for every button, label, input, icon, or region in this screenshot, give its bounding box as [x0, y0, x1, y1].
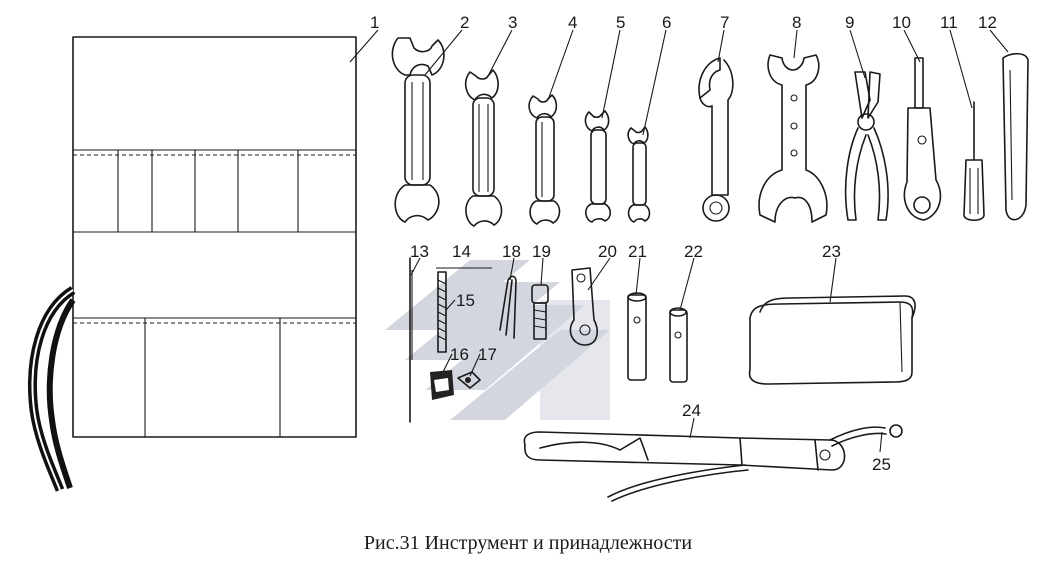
- callout-8: 8: [792, 13, 801, 32]
- callout-labels: 1 2 3 4 5 6 7 8 9 10 11 12 13 14 15 16 1…: [370, 13, 997, 474]
- clamp-16: [430, 370, 454, 400]
- callout-25: 25: [872, 455, 891, 474]
- callout-22: 22: [684, 242, 703, 261]
- callout-20: 20: [598, 242, 617, 261]
- callout-12: 12: [978, 13, 997, 32]
- spanner-3: [464, 69, 503, 227]
- screw-15: [437, 271, 447, 353]
- tube-spanner-22: [669, 307, 688, 383]
- callout-6: 6: [662, 13, 671, 32]
- callout-24: 24: [682, 401, 701, 420]
- callout-17: 17: [478, 345, 497, 364]
- hook-spanner-7: [698, 57, 734, 222]
- callout-2: 2: [460, 13, 469, 32]
- callout-13: 13: [410, 242, 429, 261]
- repair-kit-box-23: [748, 295, 916, 385]
- tube-spanner-21: [627, 292, 647, 381]
- callout-3: 3: [508, 13, 517, 32]
- callout-7: 7: [720, 13, 729, 32]
- spanner-5: [584, 110, 612, 223]
- spring-clip-18: [499, 275, 517, 339]
- spanner-4: [528, 94, 561, 225]
- callout-15: 15: [456, 291, 475, 310]
- callout-4: 4: [568, 13, 577, 32]
- callout-21: 21: [628, 242, 647, 261]
- needle-13: [409, 257, 413, 423]
- callout-16: 16: [450, 345, 469, 364]
- screwdriver-11: [963, 101, 985, 222]
- spanner-2: [391, 37, 445, 223]
- tyre-lever-12: [1002, 52, 1029, 221]
- callout-leaders: [349, 29, 1009, 453]
- spanner-6: [627, 126, 651, 223]
- spoke-key-10: [903, 57, 942, 221]
- figure-caption: Рис.31 Инструмент и принадлежности: [363, 532, 693, 554]
- callout-18: 18: [502, 242, 521, 261]
- callout-9: 9: [845, 13, 854, 32]
- box-spanner-20: [569, 267, 599, 346]
- pliers-9: [844, 71, 889, 221]
- tool-roll: [72, 36, 357, 438]
- nut-17: [457, 371, 481, 389]
- stripe-logo-watermark: [385, 260, 610, 420]
- double-spanner-8: [758, 54, 828, 223]
- callout-5: 5: [616, 13, 625, 32]
- callout-23: 23: [822, 242, 841, 261]
- callout-11: 11: [940, 13, 958, 32]
- callout-10: 10: [892, 13, 911, 32]
- callout-19: 19: [532, 242, 551, 261]
- roll-straps: [28, 286, 76, 492]
- callout-1: 1: [370, 13, 379, 32]
- tyre-pump-24: [523, 424, 903, 502]
- socket-19: [531, 284, 549, 340]
- callout-14: 14: [452, 242, 471, 261]
